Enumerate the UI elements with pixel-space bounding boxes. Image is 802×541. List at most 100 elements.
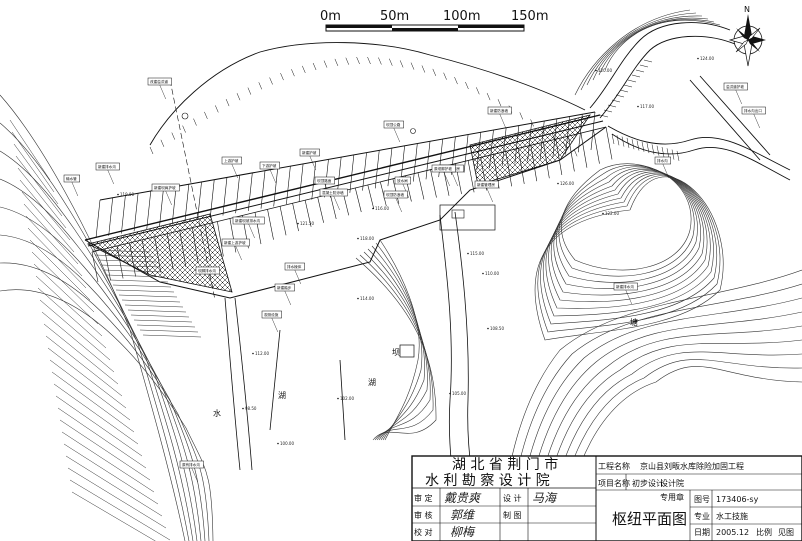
leader-line	[207, 273, 214, 289]
leader-line	[284, 290, 291, 306]
elevation-point	[297, 222, 299, 225]
slope-hatch	[374, 150, 380, 189]
contour-line	[542, 173, 714, 317]
bank-hatch	[37, 287, 107, 349]
elevation-label: 102.00	[340, 396, 354, 401]
bank-hatch	[118, 294, 178, 298]
road-hatch	[666, 148, 670, 159]
bank-hatch	[41, 311, 115, 373]
road-hatch	[599, 114, 609, 118]
bank-hatch	[103, 269, 163, 273]
elevation-point	[487, 327, 489, 330]
contour-line	[367, 248, 428, 441]
elevation-label: 122.00	[605, 211, 619, 216]
callout-label: 排水棱体	[287, 264, 302, 269]
callout-label: 输水管	[66, 176, 77, 181]
slope-hatch	[425, 141, 431, 180]
title-block-text: 湖 北 省 荆 门 市 水 利 勘 察 设 计 院 工程名称 京山县刘畈水库除险…	[414, 456, 794, 539]
callout-label: 上游护坡	[224, 158, 239, 163]
elevation-label: 121.50	[300, 221, 314, 226]
elevation-label: 105.00	[452, 391, 466, 396]
contour-line	[0, 289, 214, 541]
bank-hatch	[47, 347, 127, 409]
slope-hatch	[539, 120, 545, 160]
bank-hatch	[29, 239, 91, 301]
slope-hatch	[141, 239, 149, 275]
slope-hatch	[430, 169, 437, 198]
scale-label: 比例	[756, 527, 772, 537]
contour-line	[580, 12, 697, 91]
slope-hatch	[91, 251, 99, 283]
callout-label: 坝脚排水沟	[198, 268, 216, 273]
leader-line	[231, 163, 238, 179]
elevation-point	[357, 297, 359, 300]
slope-hatch	[133, 193, 139, 232]
bank-hatch	[27, 227, 87, 289]
map-letters: 湖 湖 水 坝 塘	[213, 317, 638, 418]
bank-hatch	[109, 279, 169, 283]
slope-hatch	[349, 154, 355, 193]
bank-hatch	[61, 431, 155, 493]
contour-line	[592, 17, 709, 81]
road-hatch	[661, 146, 665, 158]
slope-hatch	[489, 130, 494, 169]
callout-label: 改建溢洪道	[150, 79, 168, 84]
bank-hatch	[57, 407, 147, 469]
road-hatch	[616, 135, 620, 146]
elevation-label: 117.00	[640, 104, 654, 109]
org-line2: 水 利 勘 察 设 计 院	[425, 472, 550, 489]
item-label: 项目名称	[598, 478, 630, 488]
slope-hatch	[505, 151, 513, 187]
callout-label: 原有排水沟	[182, 462, 200, 467]
map-letter: 坝	[392, 348, 400, 357]
map-letter: 湖	[368, 378, 376, 387]
survey-point	[181, 112, 189, 120]
slope-hatch	[279, 206, 287, 236]
leader-line	[499, 113, 506, 129]
bank-hatch	[23, 203, 79, 265]
contour-line	[375, 242, 423, 441]
slope-hatch	[530, 145, 538, 182]
bank-hatch	[49, 359, 131, 421]
elevation-label: 116.00	[375, 206, 389, 211]
bank-hatch	[130, 314, 190, 318]
bank-hatch	[124, 304, 184, 308]
slope-hatch	[527, 123, 532, 162]
road-hatch	[627, 79, 637, 83]
slope-hatch	[146, 190, 152, 230]
approve-label: 审 定	[414, 493, 433, 503]
proof-signature: 柳梅	[450, 525, 476, 539]
road-hatch	[639, 64, 649, 68]
callout-label: 新建上游护坡	[224, 240, 246, 245]
callout-label: 新建护坡	[302, 150, 317, 155]
slope-hatch	[593, 129, 600, 164]
slope-hatch	[467, 160, 475, 193]
road-hatch	[603, 109, 613, 113]
bank-hatch	[45, 335, 123, 397]
leader-line	[486, 187, 493, 203]
contour-line	[355, 257, 437, 441]
bank-hatch	[53, 383, 139, 445]
compass-rose-icon: N	[728, 5, 766, 67]
scale-value: 见图	[778, 528, 794, 537]
bank-hatch	[39, 299, 111, 361]
elevation-point	[449, 392, 451, 395]
bank-hatch	[33, 263, 99, 325]
contour-line	[556, 166, 698, 283]
road-hatch	[676, 150, 680, 161]
leader-line	[443, 171, 450, 187]
leader-line	[235, 245, 242, 261]
road-hatch	[623, 84, 633, 88]
slope-hatch	[501, 127, 507, 166]
callout-label: 新建防浪墙	[490, 108, 508, 113]
contour-line	[0, 206, 202, 541]
leader-line	[451, 171, 458, 187]
slope-hatch	[555, 139, 563, 176]
slope-hatch	[116, 245, 124, 279]
slope-hatch	[514, 125, 520, 164]
slope-hatch	[298, 163, 304, 202]
bank-hatch	[94, 254, 154, 258]
elevation-label: 115.00	[470, 251, 484, 256]
map-letter: 水	[213, 408, 221, 418]
